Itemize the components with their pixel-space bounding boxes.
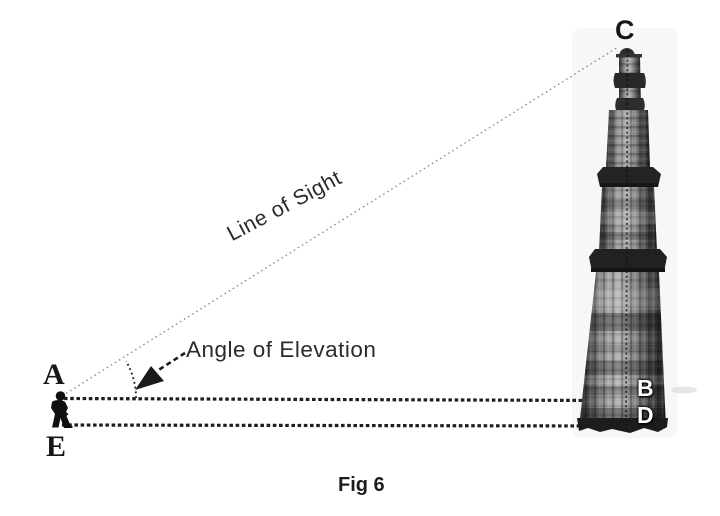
- ground-line-ed: [61, 423, 601, 428]
- point-label-b: B: [637, 375, 654, 401]
- horizontal-line-ab: [63, 396, 601, 403]
- tower-height-line: [625, 49, 629, 427]
- point-label-c: C: [615, 15, 635, 45]
- observer-figure: [51, 391, 73, 428]
- point-label-a: A: [43, 358, 65, 391]
- point-label-e: E: [46, 430, 67, 463]
- figure-caption: Fig 6: [338, 474, 385, 496]
- angle-of-elevation-label: Angle of Elevation: [186, 337, 377, 362]
- point-label-d: D: [637, 402, 654, 428]
- photo-smudge: [671, 386, 697, 394]
- tower-image: [577, 48, 668, 433]
- angle-arrow: [135, 366, 164, 390]
- angle-arrow-tail: [156, 351, 186, 373]
- angle-arc: [125, 360, 137, 399]
